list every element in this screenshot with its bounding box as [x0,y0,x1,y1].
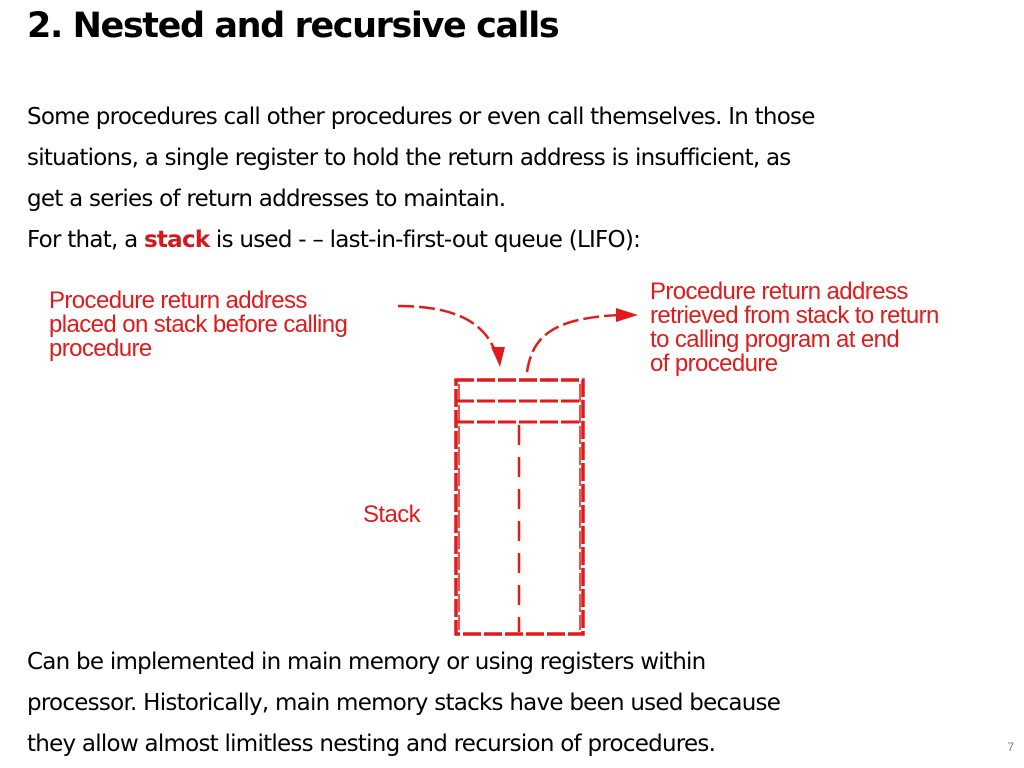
push-label-line-1: Procedure return address [49,287,307,314]
push-label-line-2: placed on stack before calling [49,311,348,338]
push-label: Procedure return address placed on stack… [49,287,348,362]
conclusion-line-1: Can be implemented in main memory or usi… [27,649,706,675]
pop-label: Procedure return address retrieved from … [650,280,939,376]
stack-keyword: stack [143,227,210,253]
push-label-line-3: procedure [49,335,152,362]
page-number: 7 [1007,740,1014,754]
pop-label-line-4: of procedure [650,350,778,377]
stack-label: Stack [363,501,421,528]
stack-line-prefix: For that, a [27,227,144,253]
pop-arrow [525,313,621,373]
push-arrow [397,304,500,361]
intro-line-1: Some procedures call other procedures or… [27,104,815,130]
stack-box [454,378,585,636]
conclusion-line-3: they allow almost limitless nesting and … [27,731,716,757]
slide-title: 2. Nested and recursive calls [27,6,560,46]
conclusion-paragraph: Can be implemented in main memory or usi… [27,642,781,765]
intro-paragraph: Some procedures call other procedures or… [27,97,815,261]
pop-label-line-1: Procedure return address [650,278,908,305]
stack-line-suffix: is used - – last-in-first-out queue (LIF… [209,227,641,253]
intro-line-2: situations, a single register to hold th… [27,145,791,171]
conclusion-line-2: processor. Historically, main memory sta… [27,690,781,716]
pop-label-line-3: to calling program at end [650,326,900,353]
push-arrowhead [491,347,505,367]
stack-definition-line: For that, a stack is used - – last-in-fi… [27,220,815,261]
intro-line-3: get a series of return addresses to main… [27,186,506,212]
pop-arrowhead [616,308,638,322]
pop-label-line-2: retrieved from stack to return [650,302,939,329]
